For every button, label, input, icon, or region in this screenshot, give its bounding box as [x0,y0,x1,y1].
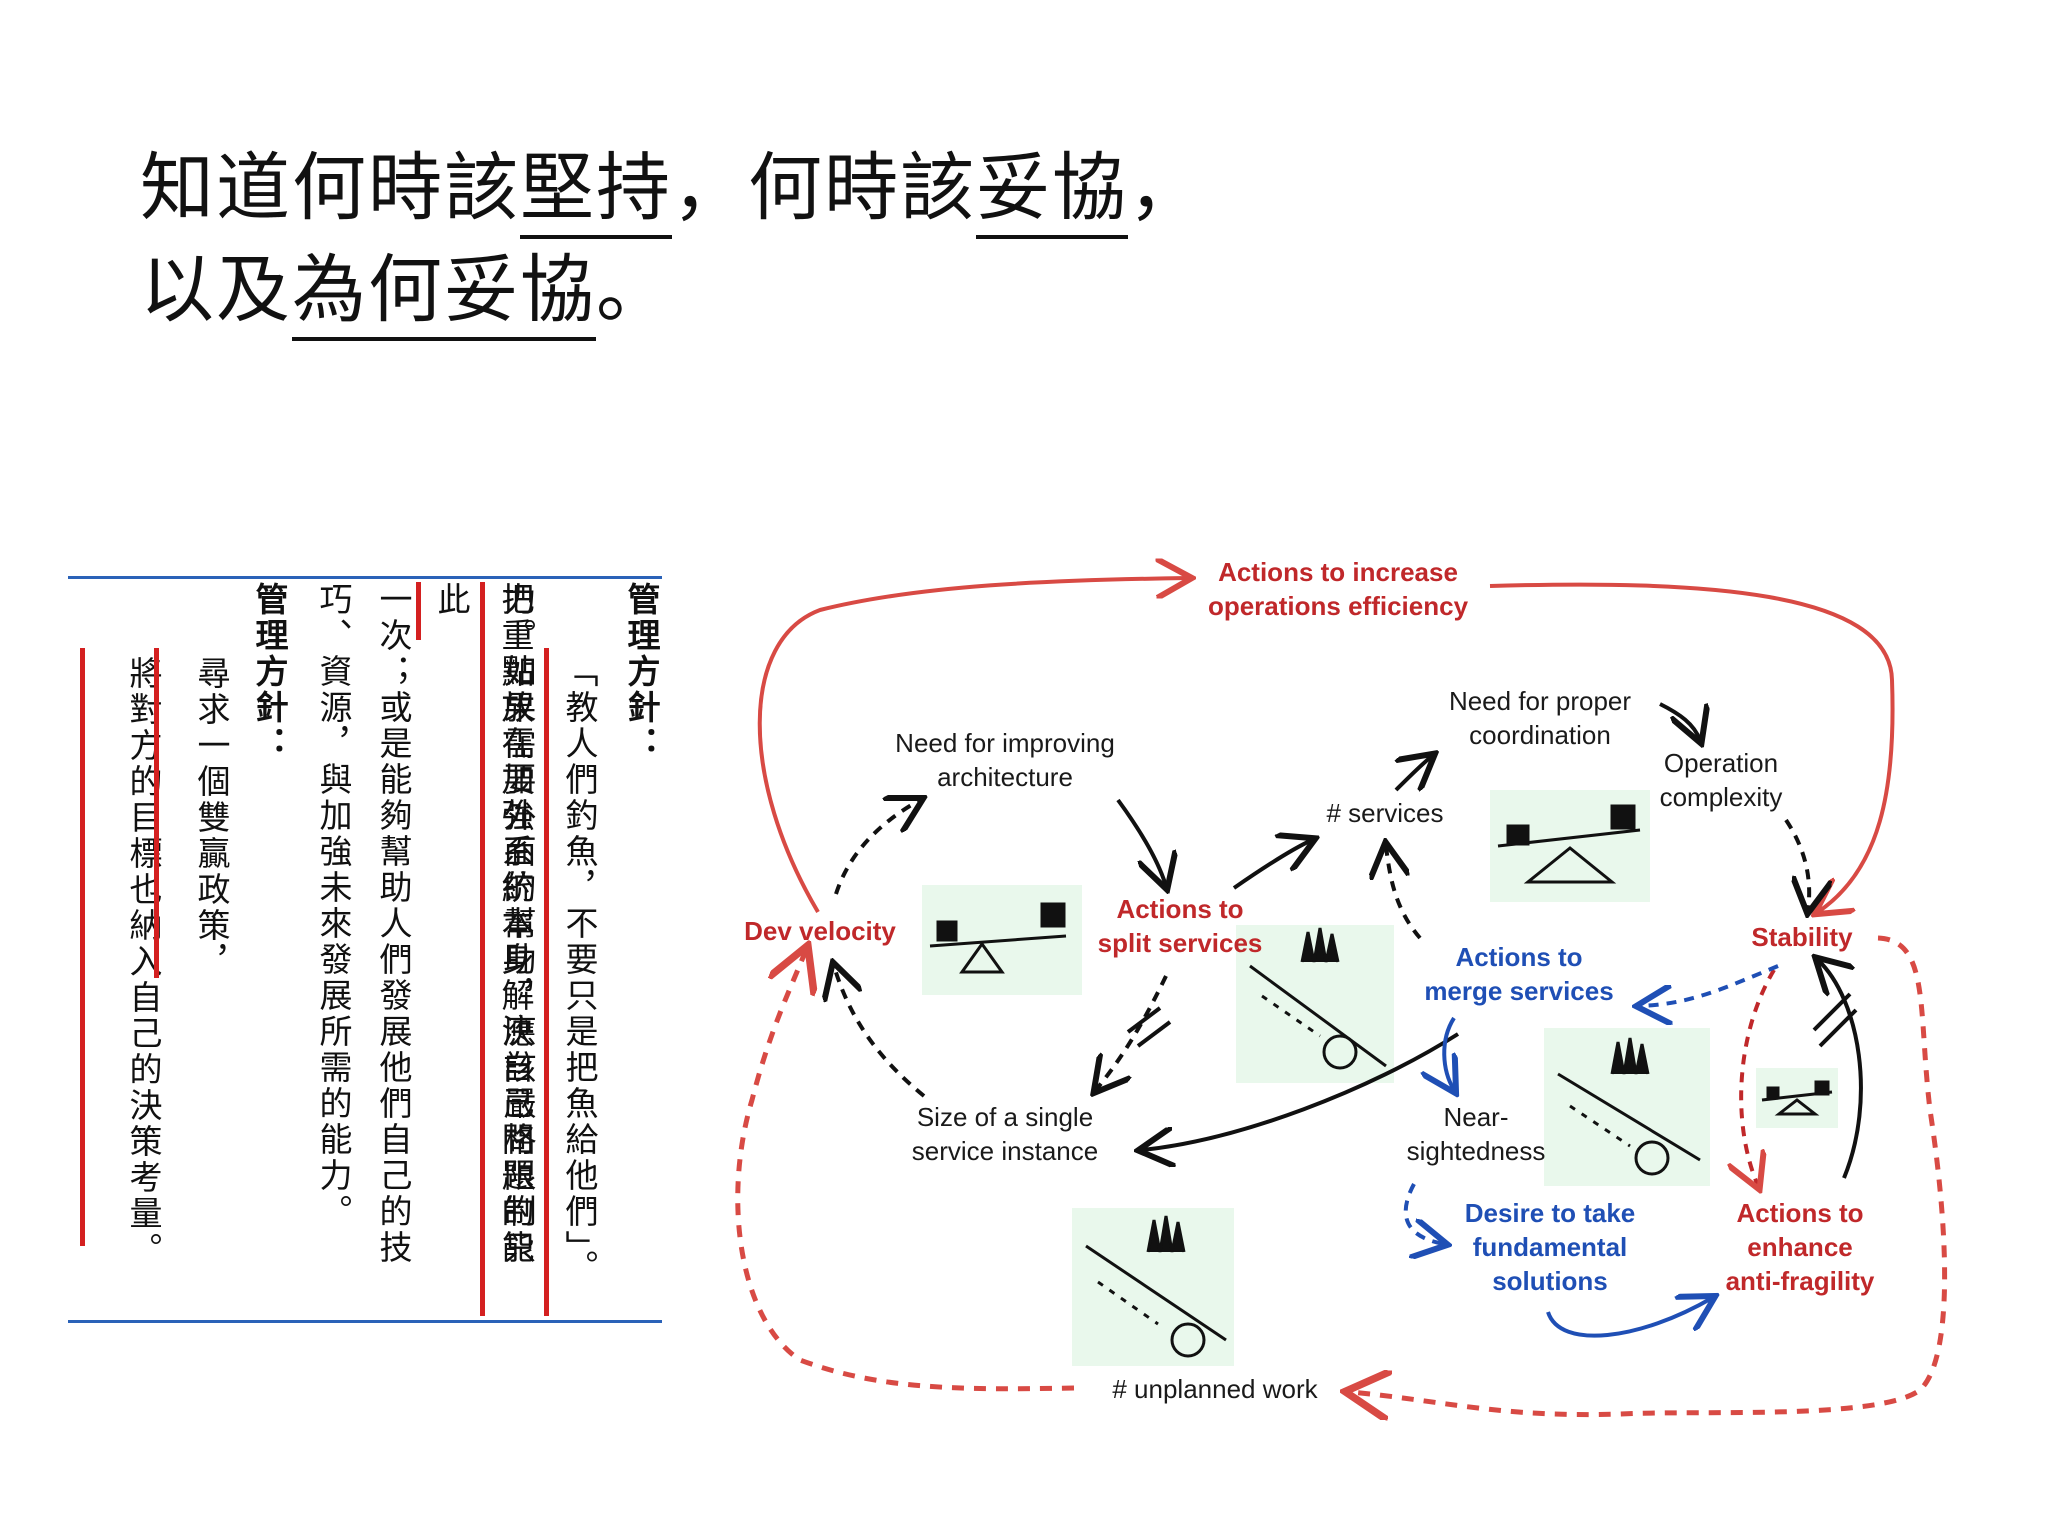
policy-line: 尋求一個雙贏政策， [192,656,231,980]
title-underlined-why: 為何妥協 [292,247,596,341]
link-size-to-dev-velocity [834,966,926,1098]
title-underlined-compromise: 妥協 [976,145,1128,239]
link-unplanned-work-to-dev-velocity [735,950,1075,1392]
node-operation-complexity: Operation complexity [1659,748,1783,812]
link-dev-velocity-to-improving-arch [834,800,920,895]
highlight-bar [80,648,85,1246]
link-split-to-services [1232,840,1312,890]
node-dev-velocity: Dev velocity [744,916,896,946]
link-ops-efficiency-to-stability [1489,582,1895,912]
title-underlined-persist: 堅持 [520,145,672,239]
highlight-bar [154,648,159,978]
policy-line: 把重點放在加強系統本身解決自己問題的能 [496,582,535,1266]
link-merge-to-services [1386,846,1422,940]
delay-mark [1136,1020,1172,1048]
link-stability-to-unplanned-work [1350,935,1948,1415]
link-services-to-proper-coord [1396,756,1432,790]
title-text: 知道何時該 [140,145,520,231]
policy-text-panel: 管理方針： 「教人們釣魚，不要只是把魚給他們」。 把重點放在加強系統本身解決自己… [68,576,662,1324]
link-near-sightedness-to-fundamental [1403,1183,1444,1244]
node-split-services: Actions to split services [1097,894,1263,958]
highlight-bar [480,582,485,1316]
link-proper-coord-to-complexity [1659,702,1700,740]
title-text: 以及 [140,247,292,333]
highlight-bar [544,648,549,1316]
node-ops-efficiency: Actions to increase operations efficienc… [1207,557,1469,621]
node-services: # services [1326,798,1444,828]
node-improving-architecture: Need for improving architecture [895,728,1115,792]
node-fundamental-solutions: Desire to take fundamental solutions [1464,1198,1636,1296]
link-stability-to-anti-fragility [1741,968,1776,1186]
title-text: ，何時該 [672,145,976,231]
delay-mark [1812,992,1852,1032]
bottom-rule [68,1320,662,1323]
policy-heading-2: 管理方針： [250,582,289,762]
link-improving-arch-to-split [1116,798,1166,886]
node-size-instance: Size of a single service instance [911,1102,1099,1166]
top-rule [68,576,662,579]
node-unplanned-work: # unplanned work [1112,1374,1318,1404]
node-anti-fragility: Actions to enhance anti-fragility [1725,1198,1875,1296]
balance-scale-drawing [929,804,1833,1116]
policy-heading-1: 管理方針： [622,582,661,762]
snowball-slope-drawing [1085,927,1701,1358]
link-dev-velocity-to-ops-efficiency [757,578,1188,914]
title-text: 。 [596,247,672,333]
title-line-2: 以及為何妥協。 [140,230,672,341]
policy-line: 巧、資源，與加強未來發展所需的能力。 [314,582,353,1230]
node-near-sightedness: Near- sightedness [1406,1102,1546,1166]
node-stability: Stability [1751,922,1853,952]
link-stability-to-merge [1640,964,1779,1006]
node-proper-coordination: Need for proper coordination [1448,686,1632,750]
delay-mark [1126,1006,1162,1034]
link-split-to-size [1096,975,1168,1090]
highlight-bar [416,582,421,640]
policy-line: 「教人們釣魚，不要只是把魚給他們」。 [560,654,599,1286]
link-merge-to-near-sightedness [1444,1016,1454,1090]
node-merge-services: Actions to merge services [1424,942,1614,1006]
title-text: ， [1128,145,1204,231]
title-line-1: 知道何時該堅持，何時該妥協， [140,128,1204,239]
link-complexity-to-stability [1784,818,1809,910]
delay-mark [1818,1008,1858,1048]
link-fundamental-to-anti-fragility [1546,1298,1712,1338]
link-anti-fragility-to-stability [1818,960,1863,1179]
policy-line: 一次；或是能夠幫助人們發展他們自己的技 [374,582,413,1266]
policy-line: 力。如果需要外面的幫助，應該嚴格限制只此 [432,582,537,1266]
